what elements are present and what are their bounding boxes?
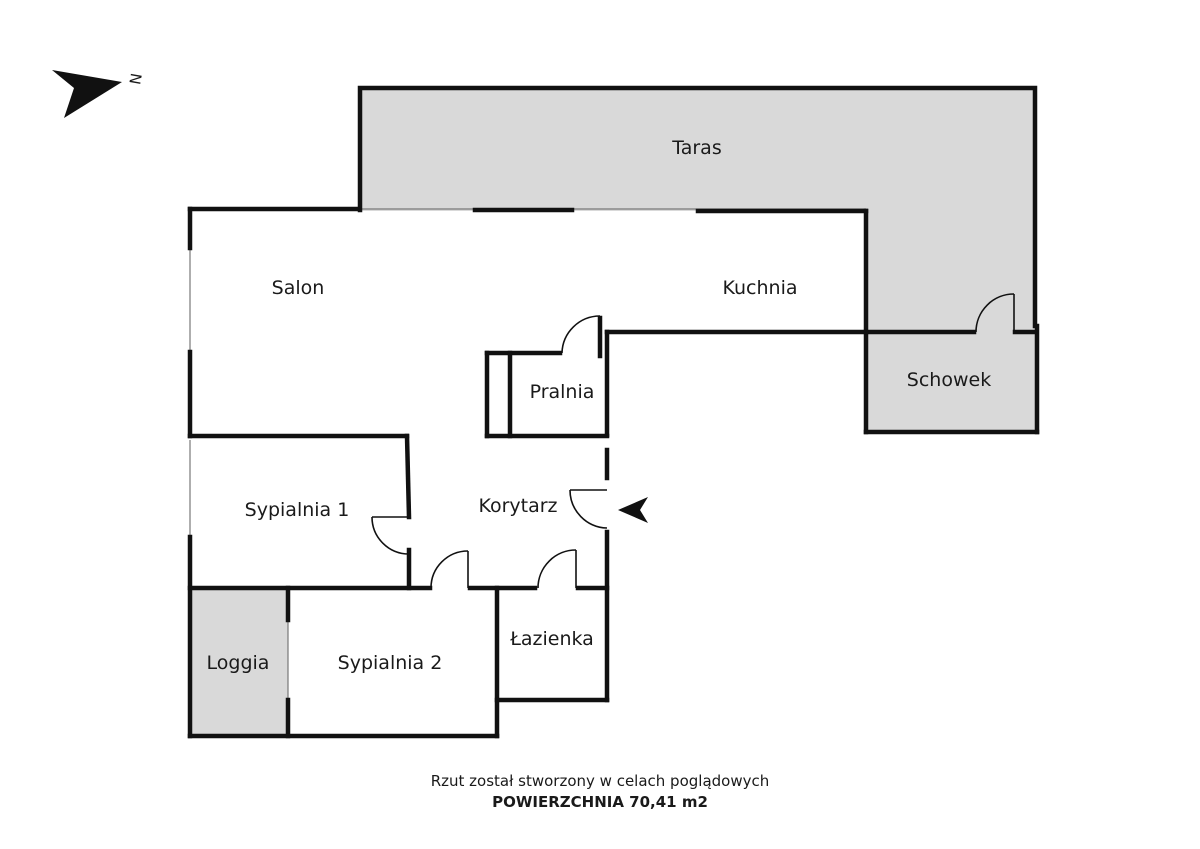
door-schowek [975, 293, 1015, 333]
label-lazienka: Łazienka [509, 628, 594, 650]
footer-note: Rzut został stworzony w celach poglądowy… [430, 772, 770, 790]
label-sypialnia-1: Sypialnia 1 [245, 499, 350, 521]
loggia-area [190, 588, 288, 736]
compass: N [52, 70, 146, 118]
walls [187, 85, 1040, 739]
door-sypialnia2 [430, 550, 469, 589]
door-lazienka [537, 549, 577, 589]
label-kuchnia: Kuchnia [722, 277, 797, 299]
compass-letter: N [126, 72, 146, 86]
footer-area: POWIERZCHNIA 70,41 m2 [492, 793, 708, 811]
label-schowek: Schowek [907, 369, 991, 391]
door-entrance [569, 489, 608, 529]
door-sypialnia1 [371, 516, 410, 555]
label-pralnia: Pralnia [530, 381, 595, 403]
doors [371, 293, 1015, 589]
label-salon: Salon [272, 277, 325, 299]
label-korytarz: Korytarz [478, 495, 557, 517]
label-taras: Taras [671, 137, 721, 159]
entrance-arrow-icon [618, 497, 648, 523]
room-labels: Taras Salon Kuchnia Pralnia Schowek Sypi… [207, 137, 992, 674]
label-loggia: Loggia [207, 652, 270, 674]
door-pralnia [561, 315, 601, 354]
label-sypialnia-2: Sypialnia 2 [338, 652, 443, 674]
north-arrow-icon [52, 70, 122, 118]
